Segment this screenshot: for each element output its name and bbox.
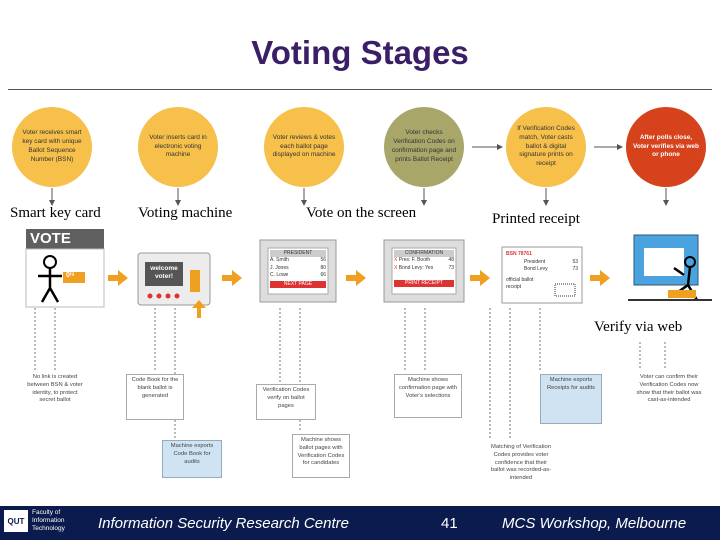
stage-5-circle: If Verification Codes match, Voter casts… bbox=[506, 107, 586, 187]
print-receipt-button: PRINT RECEIPT bbox=[394, 279, 454, 287]
confirmation-header: CONFIRMATION bbox=[394, 250, 454, 258]
next-page-button: NEXT PAGE bbox=[270, 281, 326, 289]
stage-4-circle: Voter checks Verification Codes on confi… bbox=[384, 107, 464, 187]
machine-screen bbox=[145, 262, 183, 286]
footer-centre-name: Information Security Research Centre bbox=[98, 515, 349, 532]
caption-verify-via-web: Verify via web bbox=[594, 319, 683, 335]
note-voter-confirms: Voter can confirm their Verification Cod… bbox=[636, 374, 702, 404]
note-no-link: No link is created between BSN & voter i… bbox=[27, 374, 83, 404]
stage-2-circle: Voter inserts card in electronic voting … bbox=[138, 107, 218, 187]
flow-arrow bbox=[108, 270, 128, 286]
caption-vote-on-screen: Vote on the screen bbox=[306, 205, 417, 221]
page-number: 41 bbox=[441, 515, 458, 532]
ballot-screen-header: PRESIDENT bbox=[270, 250, 326, 258]
key-card bbox=[63, 272, 85, 283]
receipt-barcode bbox=[554, 283, 576, 297]
receipt-tag: official ballot receipt bbox=[506, 276, 534, 291]
note-verification-codes: Verification Codes verify on ballot page… bbox=[256, 384, 316, 420]
caption-voting-machine: Voting machine bbox=[138, 205, 233, 221]
machine-screen-text: welcome voter! bbox=[150, 265, 178, 280]
card-slot bbox=[190, 270, 200, 292]
vote-sign-label: VOTE bbox=[30, 230, 71, 247]
stage-3-circle: Voter reviews & votes each ballot page d… bbox=[264, 107, 344, 187]
vote-sign bbox=[26, 229, 104, 249]
flow-arrow bbox=[222, 270, 242, 286]
machine-button bbox=[156, 293, 162, 299]
caption-smart-key-card: Smart key card bbox=[10, 205, 101, 221]
note-export-code-book: Machine exports Code Book for audits bbox=[162, 440, 222, 478]
stage-6-circle: After polls close, Voter verifies via we… bbox=[626, 107, 706, 187]
footer-event: MCS Workshop, Melbourne bbox=[502, 515, 687, 532]
voter-figure-body bbox=[38, 268, 62, 303]
diagram-graphics bbox=[25, 144, 712, 440]
footer-bar bbox=[0, 506, 720, 540]
machine-button bbox=[147, 293, 153, 299]
title-divider bbox=[8, 89, 712, 90]
qut-logo: QUT bbox=[4, 510, 28, 532]
machine-button bbox=[174, 293, 180, 299]
note-matching-codes: Matching of Verification Codes provides … bbox=[490, 444, 552, 482]
note-export-receipts: Machine exports Receipts for audits bbox=[540, 374, 602, 424]
flow-arrow bbox=[590, 270, 610, 286]
receipt-bsn: BSN 78761 bbox=[506, 251, 532, 257]
key-label: 0ʳᵃ bbox=[66, 272, 75, 279]
flow-arrow bbox=[346, 270, 366, 286]
flow-arrow bbox=[470, 270, 490, 286]
faculty-name: Faculty of Information Technology bbox=[32, 509, 65, 532]
machine-button bbox=[165, 293, 171, 299]
stage-1-circle: Voter receives smart key card with uniqu… bbox=[12, 107, 92, 187]
note-code-book: Code Book for the blank ballot is genera… bbox=[126, 374, 184, 420]
slide-title: Voting Stages bbox=[251, 34, 469, 71]
note-confirmation-page: Machine shows confirmation page with Vot… bbox=[394, 374, 462, 418]
caption-printed-receipt: Printed receipt bbox=[492, 211, 580, 227]
note-ballot-pages: Machine shows ballot pages with Verifica… bbox=[292, 434, 350, 478]
insert-arrow bbox=[192, 300, 206, 318]
chair bbox=[668, 290, 696, 298]
